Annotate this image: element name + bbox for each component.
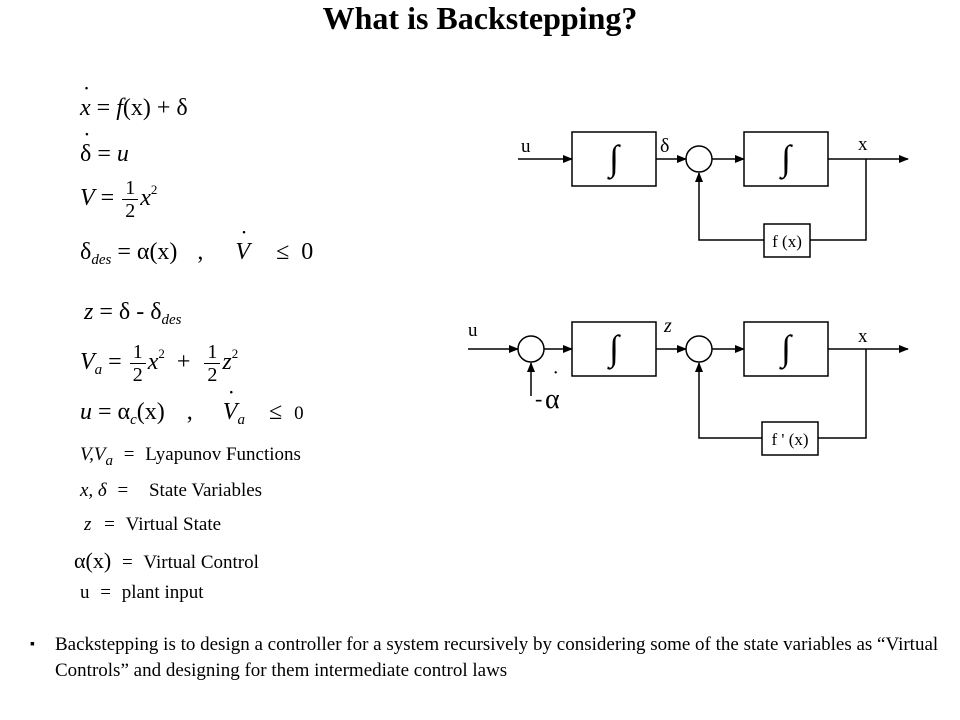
x-dot: x (80, 96, 91, 120)
diagram1-mid-label: δ (660, 135, 669, 157)
delta-dot: δ (80, 142, 91, 166)
integral-symbol: ∫ (779, 138, 793, 180)
minus-sign: - (535, 386, 542, 411)
legend-lyapunov: V,Va = Lyapunov Functions (80, 444, 301, 469)
alpha-dot-mark: ˙ (552, 366, 559, 391)
alpha-dot-label: α (545, 384, 560, 415)
diagram2-mid-label: z (663, 315, 672, 337)
feedback-label: f (x) (772, 232, 802, 251)
v-dot: V (235, 240, 250, 264)
diagram1-input-label: u (521, 136, 531, 157)
equation-delta-des: δdes = α(x) , V ≤ 0 (80, 240, 313, 268)
equation-state-delta: δ = u (80, 142, 129, 166)
diagram1-output-label: x (858, 134, 868, 155)
equation-state-x: x = f(x) + δ (80, 96, 188, 120)
integral-symbol: ∫ (779, 328, 793, 370)
diagram2-input-label: u (468, 320, 478, 341)
legend-virtual-control: α(x) = Virtual Control (74, 548, 259, 573)
equation-control-law: u = αc(x) , Va ≤ 0 (80, 400, 304, 428)
feedback-label: f ' (x) (771, 430, 808, 449)
equation-virtual-state: z = δ - δdes (84, 299, 182, 328)
va-dot: V (223, 400, 238, 424)
legend-plant-input: u = plant input (80, 582, 204, 603)
integral-symbol: ∫ (607, 138, 621, 180)
summing-junction-1 (685, 145, 713, 173)
page-title: What is Backstepping? (322, 0, 638, 36)
diagram2-output-label: x (858, 326, 868, 347)
legend-state-variables: x, δ = State Variables (80, 480, 263, 501)
legend-virtual-state: z = Virtual State (84, 514, 222, 535)
block-diagram-1 (518, 131, 909, 258)
block-diagram-2 (468, 321, 909, 456)
summing-junction-2 (685, 335, 713, 363)
summing-junction-1 (517, 335, 545, 363)
integral-symbol: ∫ (607, 328, 621, 370)
bullet-text: Backstepping is to design a controller f… (55, 634, 939, 681)
bullet-icon: ▪ (30, 637, 35, 652)
